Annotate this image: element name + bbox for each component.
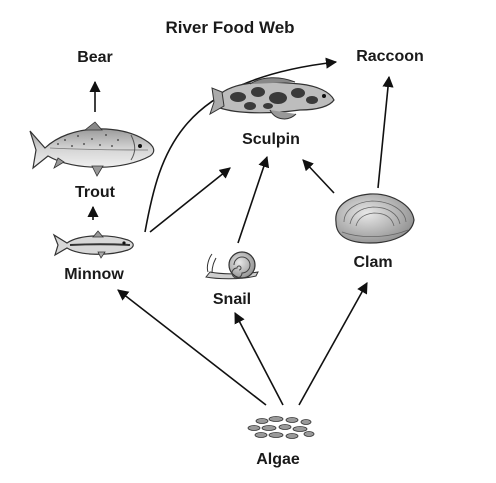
organism-label-raccoon: Raccoon xyxy=(356,48,424,65)
clam-icon xyxy=(335,193,415,244)
organism-label-algae: Algae xyxy=(256,451,300,468)
algae-icon xyxy=(247,416,315,439)
arrow-clam-to-raccoon xyxy=(377,75,394,189)
arrow-minnow-to-sculpin xyxy=(149,167,231,233)
trout-icon xyxy=(29,121,155,177)
organism-label-snail: Snail xyxy=(213,291,251,308)
sculpin-icon xyxy=(209,77,335,120)
arrow-snail-to-sculpin xyxy=(237,155,270,244)
arrow-clam-to-sculpin xyxy=(302,159,335,194)
organism-label-minnow: Minnow xyxy=(64,266,124,283)
food-web-arrows xyxy=(87,57,394,406)
organism-label-bear: Bear xyxy=(77,49,113,66)
arrow-algae-to-clam xyxy=(298,282,368,406)
arrow-algae-to-snail xyxy=(234,312,284,406)
arrow-algae-to-minnow xyxy=(117,289,267,406)
organism-label-trout: Trout xyxy=(75,184,116,201)
arrow-minnow-to-raccoon xyxy=(144,57,338,233)
organism-label-sculpin: Sculpin xyxy=(242,131,300,148)
organism-label-clam: Clam xyxy=(353,254,392,271)
minnow-icon xyxy=(52,230,134,259)
diagram-title: River Food Web xyxy=(165,18,294,37)
snail-icon xyxy=(205,251,259,280)
